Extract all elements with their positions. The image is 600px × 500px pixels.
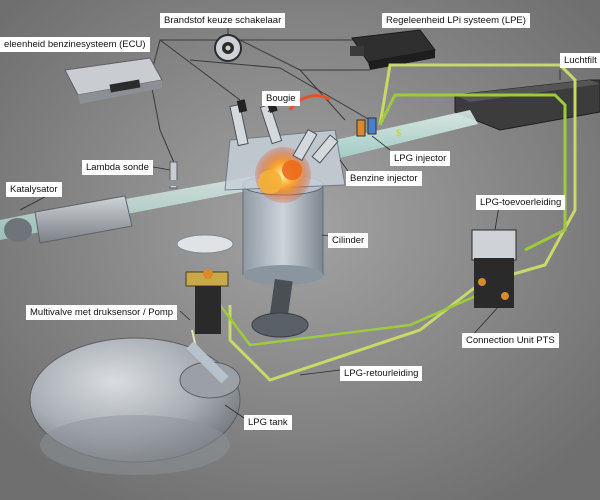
fuel-switch xyxy=(214,34,242,62)
label-multivalve: Multivalve met druksensor / Pomp xyxy=(26,305,178,320)
exhaust-pipe xyxy=(0,175,262,244)
label-cylinder: Cilinder xyxy=(328,233,369,248)
label-connection-unit: Connection Unit PTS xyxy=(462,333,559,348)
label-lpg-tank: LPG tank xyxy=(244,415,292,430)
injectors xyxy=(356,117,377,137)
label-lpg-return-line: LPG-retourleiding xyxy=(340,366,423,381)
label-fuel-switch: Brandstof keuze schakelaar xyxy=(160,13,286,28)
multivalve xyxy=(176,234,234,367)
engine xyxy=(224,94,346,338)
lambda-sensor xyxy=(168,161,179,189)
label-lpg-injector: LPG injector xyxy=(390,151,451,166)
label-lpe: Regeleenheid LPi systeem (LPE) xyxy=(382,13,530,28)
label-spark-plug: Bougie xyxy=(262,91,300,106)
ecu-module xyxy=(64,57,163,104)
svg-text:$: $ xyxy=(396,128,401,138)
label-air-filter: Luchtfilt xyxy=(560,53,600,68)
lpe-module xyxy=(350,29,436,70)
connection-unit xyxy=(471,229,517,308)
label-lambda-sensor: Lambda sonde xyxy=(82,160,153,175)
label-ecu: eleenheid benzinesysteem (ECU) xyxy=(0,37,150,52)
lpg-lines xyxy=(219,63,577,382)
lpg-tank xyxy=(29,337,241,475)
label-lpg-supply-line: LPG-toevoerleiding xyxy=(476,195,566,210)
label-petrol-injector: Benzine injector xyxy=(346,171,422,186)
intake-pipe: $ xyxy=(335,110,478,158)
label-catalyst: Katalysator xyxy=(6,182,62,197)
